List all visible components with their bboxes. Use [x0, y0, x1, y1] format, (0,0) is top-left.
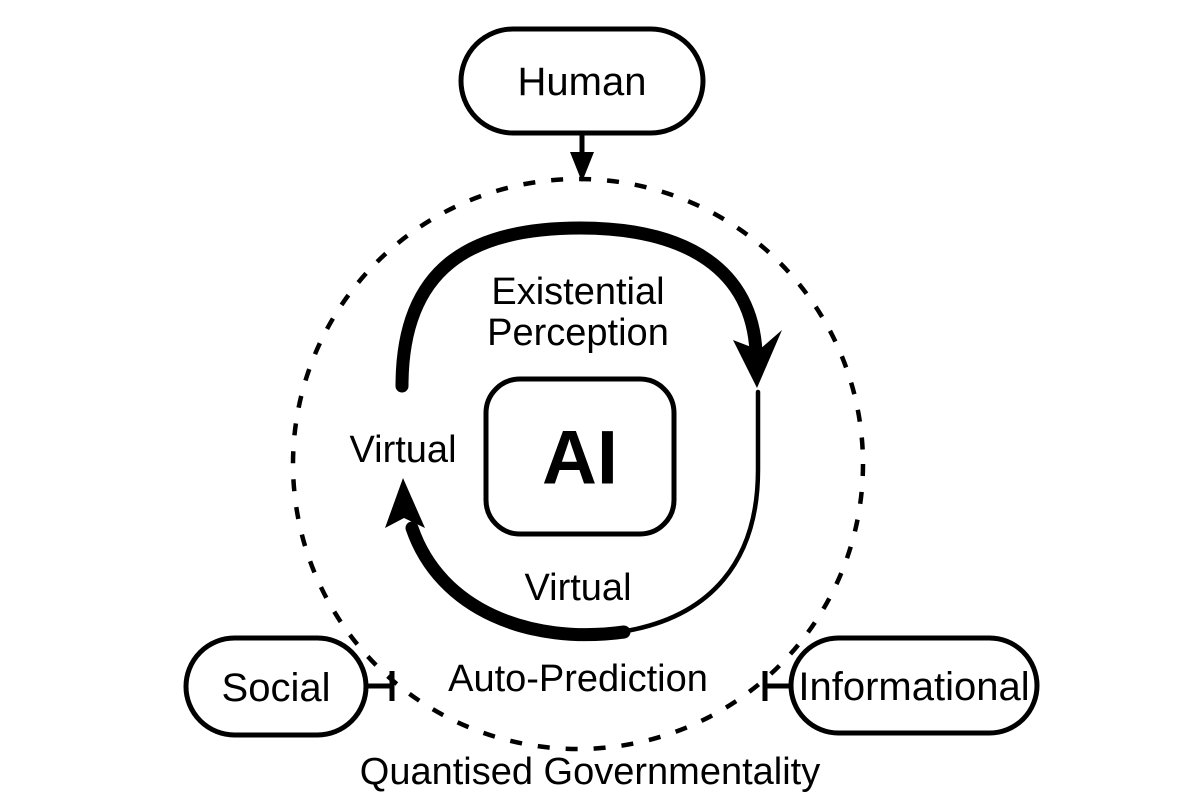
cycle-top-thick-arc [395, 221, 763, 393]
cycle-right-thin-arc [617, 389, 761, 635]
cycle-left-label-virtual: Virtual [349, 429, 456, 471]
cycle-top-label-line2: Perception [487, 312, 669, 354]
connector-human-to-boundary [570, 133, 594, 182]
node-informational[interactable]: Informational [762, 635, 1040, 736]
node-social[interactable]: Social [183, 635, 395, 738]
cycle-inner-bottom-label-virtual: Virtual [524, 567, 631, 609]
core-ai-node[interactable]: AI [483, 376, 677, 537]
quantised-governmentality-boundary-circle [290, 176, 866, 752]
cycle-top-label-line1: Existential [491, 271, 664, 313]
cycle-bottom-label-auto-prediction: Auto-Prediction [448, 658, 708, 700]
node-informational-label: Informational [798, 665, 1029, 709]
core-ai-label: AI [542, 416, 618, 501]
cycle-existential-perception-arc [395, 221, 782, 393]
cycle-top-arrowhead-icon [733, 330, 782, 388]
connector-human-arrowhead-icon [570, 152, 594, 182]
core-ai-box[interactable] [483, 376, 677, 537]
node-social-label: Social [222, 666, 331, 710]
cycle-left-arrowhead-icon [385, 478, 425, 528]
cycle-return-thin-arc [617, 389, 761, 635]
node-human[interactable]: Human [458, 26, 706, 136]
node-human-label: Human [518, 60, 647, 104]
diagram-caption: Quantised Governmentality [360, 751, 820, 793]
cycle-auto-prediction-arc [385, 478, 631, 642]
cycle-bottom-thick-arc [405, 521, 631, 642]
